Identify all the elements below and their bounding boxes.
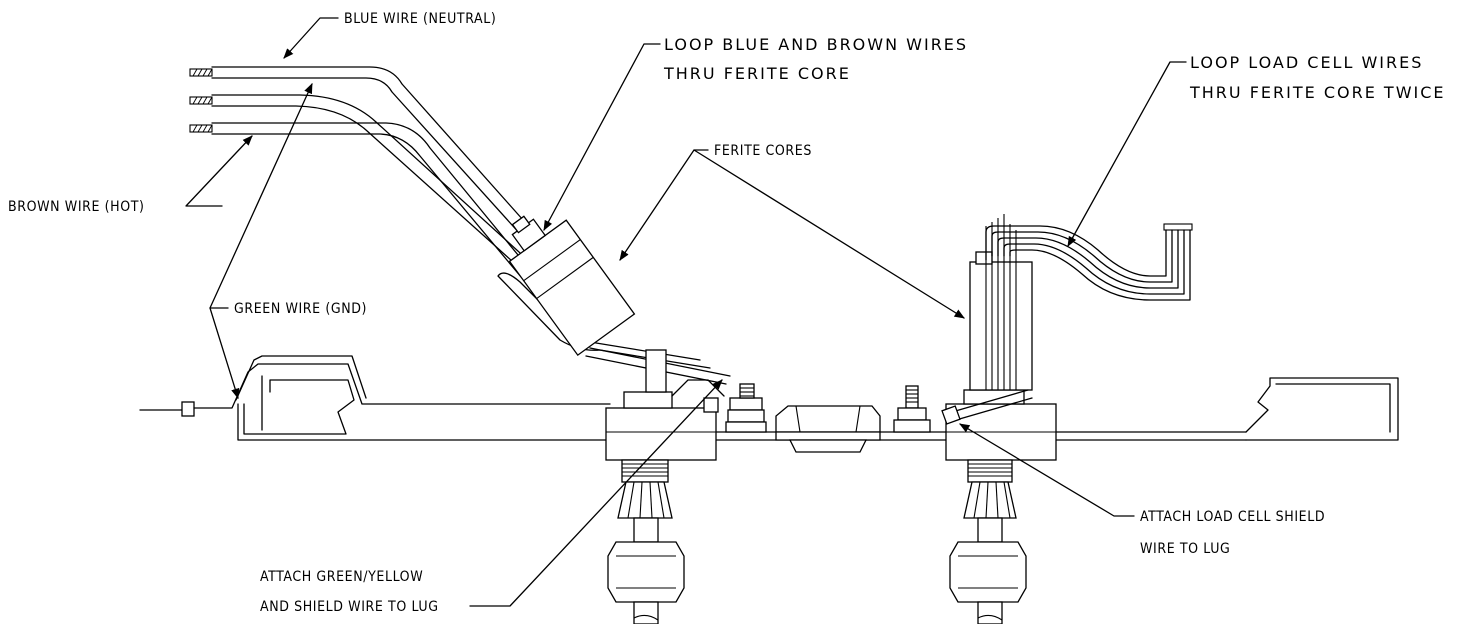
label-green-wire: GREEN WIRE (GND) bbox=[234, 301, 367, 317]
leader-lines bbox=[185, 17, 1187, 607]
label-attach-green-1: ATTACH GREEN/YELLOW bbox=[260, 569, 423, 585]
label-loop-load-cell-2: THRU FERITE CORE TWICE bbox=[1189, 83, 1446, 102]
ferrite-core-left bbox=[508, 215, 636, 357]
label-loop-load-cell-1: LOOP LOAD CELL WIRES bbox=[1190, 53, 1423, 72]
center-stud bbox=[893, 385, 931, 433]
wire-end-blue bbox=[189, 68, 213, 77]
label-loop-blue-brown-2: THRU FERITE CORE bbox=[663, 64, 851, 83]
center-hex-fitting bbox=[775, 405, 881, 453]
fitting-left bbox=[605, 349, 717, 624]
label-loop-blue-brown-1: LOOP BLUE AND BROWN WIRES bbox=[664, 35, 968, 54]
label-attach-green-2: AND SHIELD WIRE TO LUG bbox=[260, 599, 439, 615]
label-blue-wire: BLUE WIRE (NEUTRAL) bbox=[344, 11, 496, 27]
ferrite-core-right bbox=[969, 214, 1033, 391]
load-cell-wires bbox=[985, 223, 1193, 301]
wire-end-green bbox=[189, 124, 213, 133]
shield-wire-right bbox=[941, 389, 1033, 425]
label-ferite-cores: FERITE CORES bbox=[714, 143, 812, 159]
enclosure-left bbox=[139, 355, 613, 441]
labels: BLUE WIRE (NEUTRAL) BROWN WIRE (HOT) GRE… bbox=[8, 11, 1446, 615]
label-brown-wire: BROWN WIRE (HOT) bbox=[8, 199, 145, 215]
fitting-right bbox=[945, 389, 1057, 624]
label-attach-load-cell-1: ATTACH LOAD CELL SHIELD bbox=[1140, 509, 1325, 525]
wire-end-brown bbox=[189, 96, 213, 105]
power-wires bbox=[189, 66, 731, 385]
label-attach-load-cell-2: WIRE TO LUG bbox=[1140, 541, 1230, 557]
lug-left bbox=[671, 379, 767, 433]
